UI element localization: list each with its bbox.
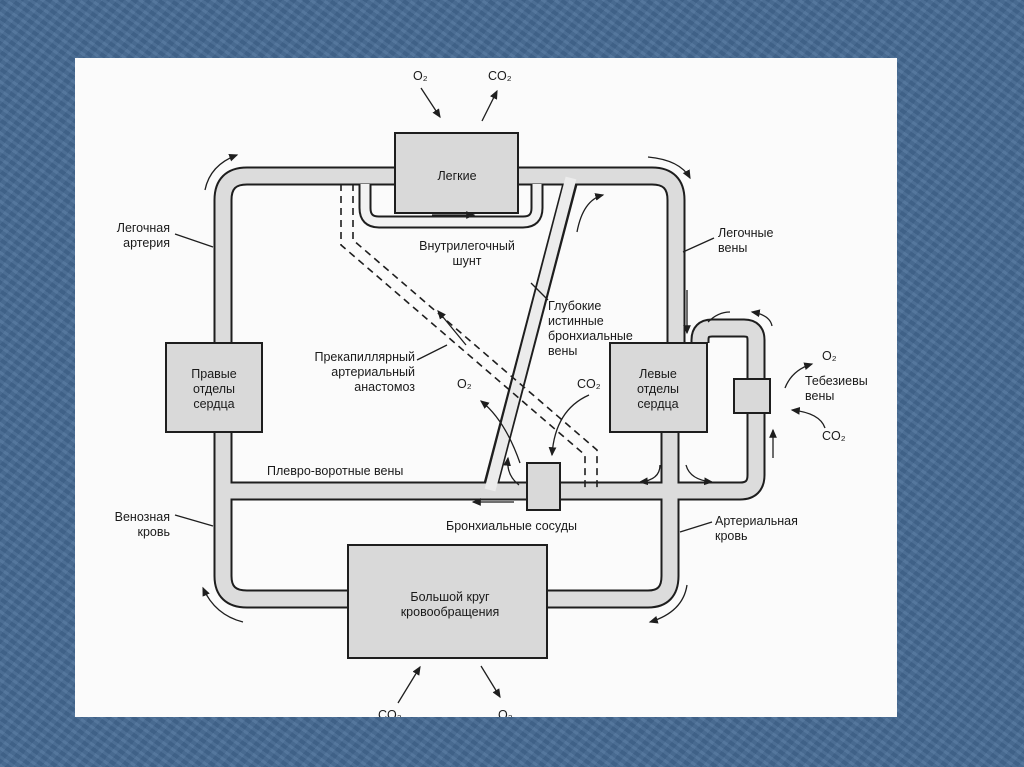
arrow-icon: [420, 87, 441, 119]
arrow-icon: [548, 394, 590, 457]
arrow-icon: [784, 362, 814, 389]
arrow-icon: [750, 309, 773, 327]
bottom-co2-label: CO₂: [378, 708, 402, 717]
arrow-icon: [685, 464, 714, 486]
arrow-icon: [503, 456, 520, 486]
arrow-icon: [707, 311, 731, 323]
arrow-icon: [481, 89, 498, 122]
arrow-icon: [647, 156, 691, 180]
bronchial-vessel-box: [526, 462, 561, 511]
arrow-icon: [204, 154, 239, 191]
systemic-box: [347, 544, 548, 659]
lungs-label: Легкие: [437, 169, 476, 183]
arrow-icon: [397, 665, 421, 704]
bottom-o2-label: O₂: [498, 708, 513, 717]
top-co2-label: CO₂: [488, 69, 512, 83]
arrow-icon: [437, 309, 467, 346]
right-heart-box: [165, 342, 263, 433]
arrow-icon: [480, 665, 501, 699]
arrow-icon: [790, 406, 826, 429]
thebesian-box: [733, 378, 771, 414]
left-heart-box: [609, 342, 708, 433]
pleuro-portal-label: Плевро-воротные вены: [267, 464, 403, 478]
top-o2-label: O₂: [413, 69, 428, 83]
arrow-icon: [576, 193, 605, 233]
vessels: [213, 166, 766, 609]
arrow-icon: [479, 400, 521, 464]
mid-o2-label: O₂: [457, 377, 472, 391]
thebesian-co2-label: CO₂: [822, 429, 846, 443]
mid-co2-label: CO₂: [577, 377, 601, 391]
lungs-box: [394, 132, 519, 214]
bronchial-vessels-label: Бронхиальные сосуды: [446, 519, 577, 533]
arrows: [174, 87, 826, 704]
precapillary-anastomosis: [340, 184, 586, 488]
thebesian-o2-label: O₂: [822, 349, 837, 363]
arrow-icon: [648, 584, 688, 624]
arrow-icon: [638, 464, 661, 486]
arrow-icon: [202, 586, 244, 623]
